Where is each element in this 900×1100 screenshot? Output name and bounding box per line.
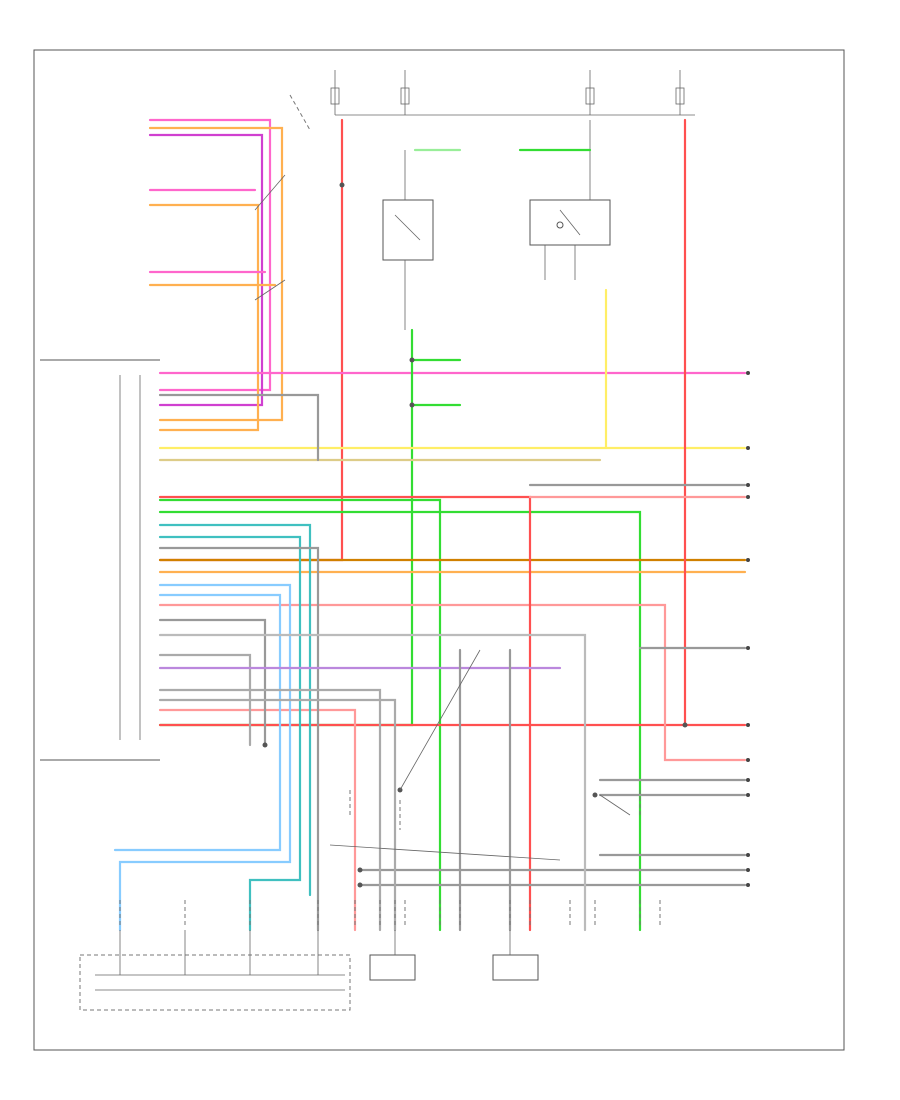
fuse-1	[330, 87, 340, 105]
bottom-sensor-boxes	[369, 930, 539, 981]
wire-light-blue-1	[118, 583, 292, 932]
right-connector-pins	[746, 371, 750, 887]
wire-teal-2	[158, 535, 302, 932]
wire-orange-2	[148, 203, 260, 432]
wire-red-5	[158, 708, 357, 932]
fuse-bus-wire	[334, 70, 681, 115]
wire-magenta-1	[148, 133, 264, 407]
dashed-lead-top	[289, 94, 311, 131]
transmission-range-box	[529, 199, 611, 246]
wire-gray-6	[158, 393, 320, 462]
wire-gray-4	[158, 698, 397, 932]
relay-module-right	[529, 120, 611, 280]
pcm-connector-block	[40, 359, 160, 761]
wire-orange-1	[148, 126, 284, 422]
wire-red-vertical-left	[158, 118, 344, 562]
wire-pink-1	[148, 118, 272, 392]
wire-gray-5	[158, 653, 252, 747]
wire-gray-2	[158, 618, 267, 747]
wire-red-3	[158, 603, 747, 762]
wire-red-4	[158, 495, 532, 932]
wire-green-2	[158, 498, 442, 932]
diagram-frame	[33, 49, 845, 1051]
bottom-connector-terminals	[119, 790, 661, 925]
leader-lines	[254, 174, 631, 861]
fuse-2	[400, 87, 410, 105]
wire-gray-1	[158, 546, 320, 932]
wire-red-right-vertical	[683, 118, 747, 727]
wire-gray-3	[158, 688, 382, 932]
fuse-4	[675, 87, 685, 105]
wire-blue-1	[113, 593, 282, 852]
splice-points	[262, 182, 688, 888]
fuse-3	[585, 87, 595, 105]
fuse-group	[330, 87, 685, 105]
wire-green-3	[158, 510, 642, 932]
wire-gray-7	[158, 633, 587, 932]
wire-teal-1	[158, 523, 312, 897]
relay-module-left	[382, 150, 434, 330]
transmission-sensor-group	[79, 930, 351, 1011]
